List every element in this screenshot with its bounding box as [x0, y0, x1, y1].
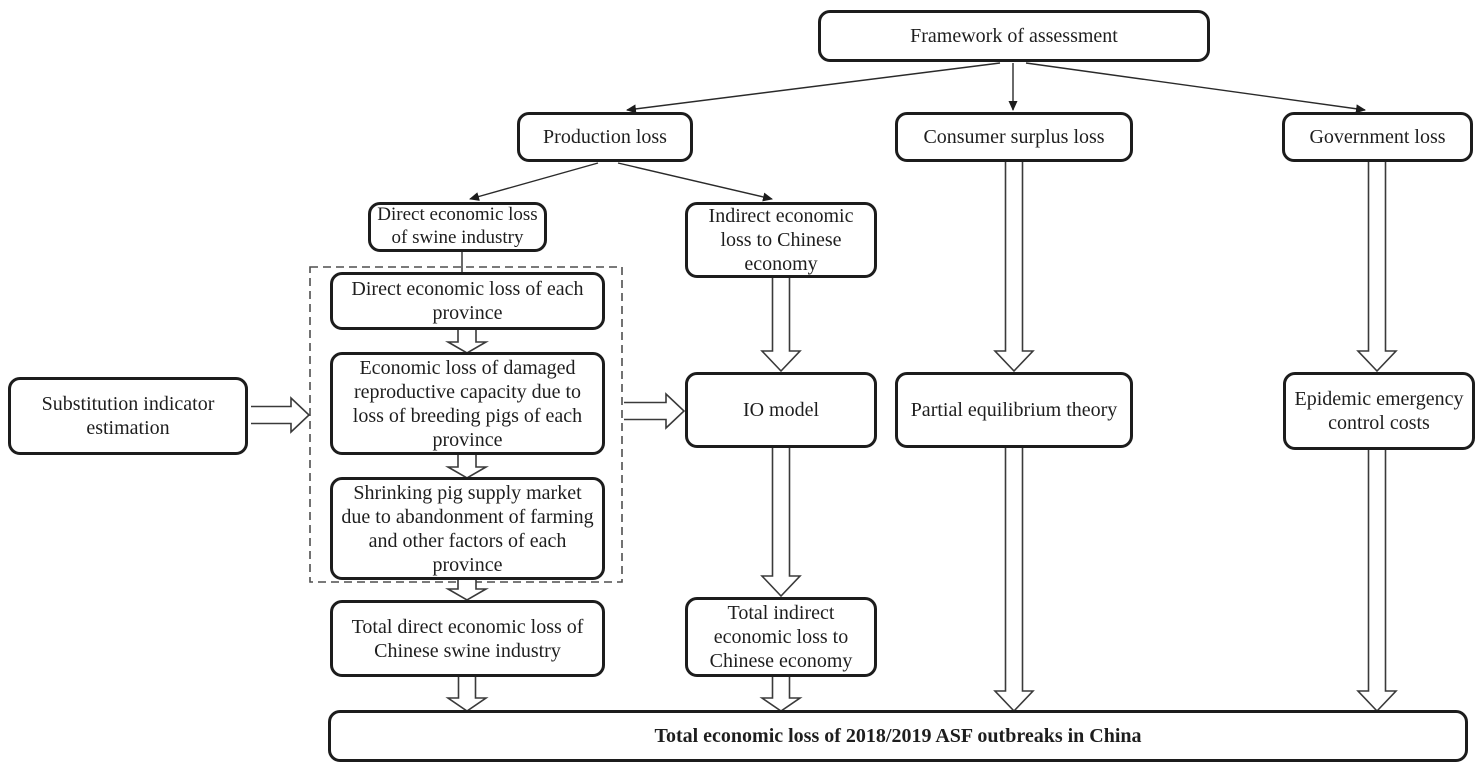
arrow-consumer-to-partial-equilibrium	[993, 161, 1035, 373]
arrow-group-to-io-model	[624, 392, 686, 430]
arrow-province-to-reproductive	[445, 329, 489, 354]
arrow-framework-to-government	[1025, 62, 1366, 114]
node-total-indirect-loss: Total indirect economic loss to Chinese …	[685, 597, 877, 677]
node-epidemic-costs: Epidemic emergency control costs	[1283, 372, 1475, 450]
arrow-reproductive-to-shrinking	[445, 454, 489, 479]
arrow-epidemic-to-total-loss	[1356, 449, 1398, 713]
node-partial-equilibrium: Partial equilibrium theory	[895, 372, 1133, 448]
node-consumer-surplus-loss: Consumer surplus loss	[895, 112, 1133, 162]
arrow-substitution-to-group	[251, 396, 311, 434]
node-indirect-loss-economy: Indirect economic loss to Chinese econom…	[685, 202, 877, 278]
arrow-production-to-direct-loss	[469, 162, 599, 201]
node-direct-loss-swine: Direct economic loss of swine industry	[368, 202, 547, 252]
arrow-partial-equilibrium-to-total-loss	[993, 447, 1035, 713]
node-substitution-indicator: Substitution indicator estimation	[8, 377, 248, 455]
arrow-government-to-epidemic	[1356, 161, 1398, 373]
arrow-production-to-indirect-loss	[617, 162, 773, 202]
arrow-total-direct-to-total-loss	[445, 676, 489, 712]
node-total-loss: Total economic loss of 2018/2019 ASF out…	[328, 710, 1468, 762]
node-total-direct-loss: Total direct economic loss of Chinese sw…	[330, 600, 605, 677]
node-reproductive-loss: Economic loss of damaged reproductive ca…	[330, 352, 605, 455]
node-framework: Framework of assessment	[818, 10, 1210, 62]
node-shrinking-supply: Shrinking pig supply market due to aband…	[330, 477, 605, 580]
node-government-loss: Government loss	[1282, 112, 1473, 162]
arrow-framework-to-production	[626, 62, 1001, 114]
node-io-model: IO model	[685, 372, 877, 448]
arrow-total-indirect-to-total-loss	[759, 676, 803, 712]
node-production-loss: Production loss	[517, 112, 693, 162]
arrow-io-model-to-total-indirect	[760, 447, 802, 598]
arrow-indirect-to-io-model	[760, 277, 802, 373]
node-direct-loss-province: Direct economic loss of each province	[330, 272, 605, 330]
